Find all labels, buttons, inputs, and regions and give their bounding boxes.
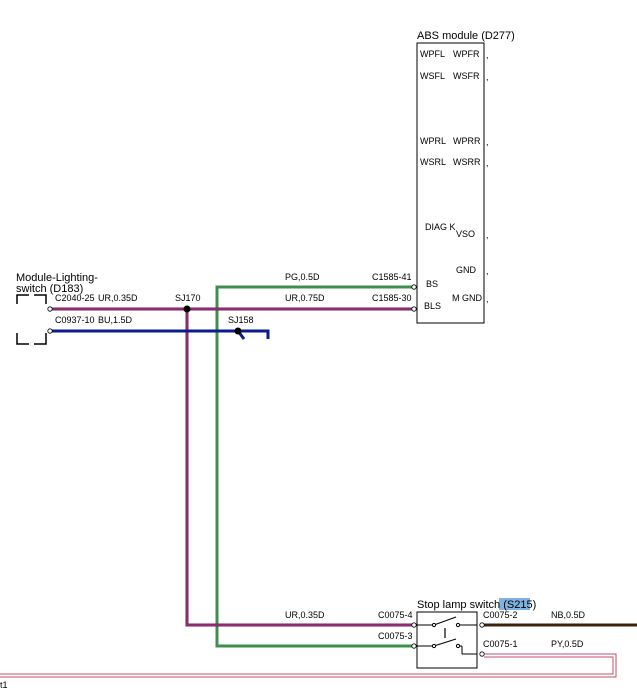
- labels: C2040-25 UR,0.35D SJ170 PG,0.5D C1585-41…: [0, 272, 586, 690]
- abs-pin-wsrl: WSRL: [420, 157, 446, 167]
- abs-module-body: [416, 42, 485, 324]
- label-c0075-3: C0075-3: [378, 631, 413, 641]
- label-wire-pg: PG,0.5D: [285, 272, 320, 282]
- abs-pin-wprl: WPRL: [420, 136, 446, 146]
- abs-pin-bs: BS: [426, 279, 438, 289]
- label-c1585-41: C1585-41: [372, 272, 412, 282]
- stop-lamp-switch-title: Stop lamp switch (S215): [417, 599, 536, 611]
- label-c0937-10: C0937-10: [55, 315, 95, 325]
- abs-pin-bls: BLS: [424, 301, 441, 311]
- abs-mark: ,: [486, 137, 489, 147]
- wire-py[interactable]: [0, 653, 617, 678]
- label-wire-ur-035: UR,0.35D: [98, 293, 138, 303]
- label-wire-nb: NB,0.5D: [551, 610, 586, 620]
- stop-lamp-switch-code-highlight: [499, 598, 530, 610]
- abs-pin-vso: VSO: [456, 229, 475, 239]
- abs-module[interactable]: ABS module (D277) WPFL WPFR WSFL WSFR WP…: [416, 30, 515, 324]
- connector-pins: [47, 284, 485, 657]
- abs-pin-wpfr: WPFR: [453, 49, 480, 59]
- splice-sj158[interactable]: [234, 327, 242, 335]
- pin-c2040-25[interactable]: [47, 306, 53, 312]
- pin-c0937-10[interactable]: [47, 328, 53, 334]
- pin-c1585-30[interactable]: [411, 306, 417, 312]
- splice-sj170[interactable]: [183, 305, 191, 313]
- label-c0075-2: C0075-2: [483, 610, 518, 620]
- abs-pin-wsfl: WSFL: [420, 71, 445, 81]
- abs-mark: ,: [486, 50, 489, 60]
- label-wire-bu: BU,1.5D: [98, 315, 133, 325]
- label-wire-py: PY,0.5D: [551, 639, 584, 649]
- label-c0075-1: C0075-1: [483, 639, 518, 649]
- label-c2040-25: C2040-25: [55, 293, 95, 303]
- abs-pin-wprr: WPRR: [453, 136, 481, 146]
- abs-pin-diagk: DIAG K: [425, 222, 456, 232]
- pin-c0075-1[interactable]: [479, 651, 485, 657]
- abs-pin-wpfl: WPFL: [420, 49, 445, 59]
- stop-lamp-switch[interactable]: Stop lamp switch (S215): [416, 598, 536, 669]
- switch-contacts-icon: [417, 616, 477, 655]
- label-wire-ur-035-bottom: UR,0.35D: [285, 610, 325, 620]
- label-sj170: SJ170: [175, 293, 201, 303]
- abs-pin-wsfr: WSFR: [453, 71, 480, 81]
- label-wire-ur-075: UR,0.75D: [285, 293, 325, 303]
- stop-lamp-switch-body: [416, 611, 478, 669]
- abs-module-title: ABS module (D277): [417, 30, 515, 42]
- abs-mark: ,: [486, 158, 489, 168]
- edge-label: t1: [0, 680, 8, 690]
- abs-mark: ,: [486, 294, 489, 304]
- abs-pin-wsrr: WSRR: [453, 157, 481, 167]
- lighting-switch-module[interactable]: Module-Lighting- switch (D183): [16, 272, 98, 345]
- label-c1585-30: C1585-30: [372, 293, 412, 303]
- lighting-switch-title-1: Module-Lighting-: [16, 272, 98, 284]
- pin-c1585-41[interactable]: [411, 284, 417, 290]
- pin-c0075-4[interactable]: [411, 622, 417, 628]
- abs-pin-mgnd: M GND: [452, 293, 482, 303]
- wire-pg[interactable]: [215, 285, 412, 648]
- label-c0075-4: C0075-4: [378, 610, 413, 620]
- lighting-switch-title-2: switch (D183): [16, 283, 83, 295]
- abs-mark: ,: [486, 266, 489, 276]
- lighting-switch-outline: [16, 294, 47, 345]
- abs-mark: ,: [486, 72, 489, 82]
- abs-pin-gnd: GND: [456, 265, 477, 275]
- label-sj158: SJ158: [228, 315, 254, 325]
- wire-ur-drop[interactable]: [185, 309, 412, 627]
- pin-c0075-2[interactable]: [479, 622, 485, 628]
- abs-mark: ,: [486, 230, 489, 240]
- stop-lamp-switch-code: S215: [507, 599, 533, 611]
- pin-c0075-3[interactable]: [411, 643, 417, 649]
